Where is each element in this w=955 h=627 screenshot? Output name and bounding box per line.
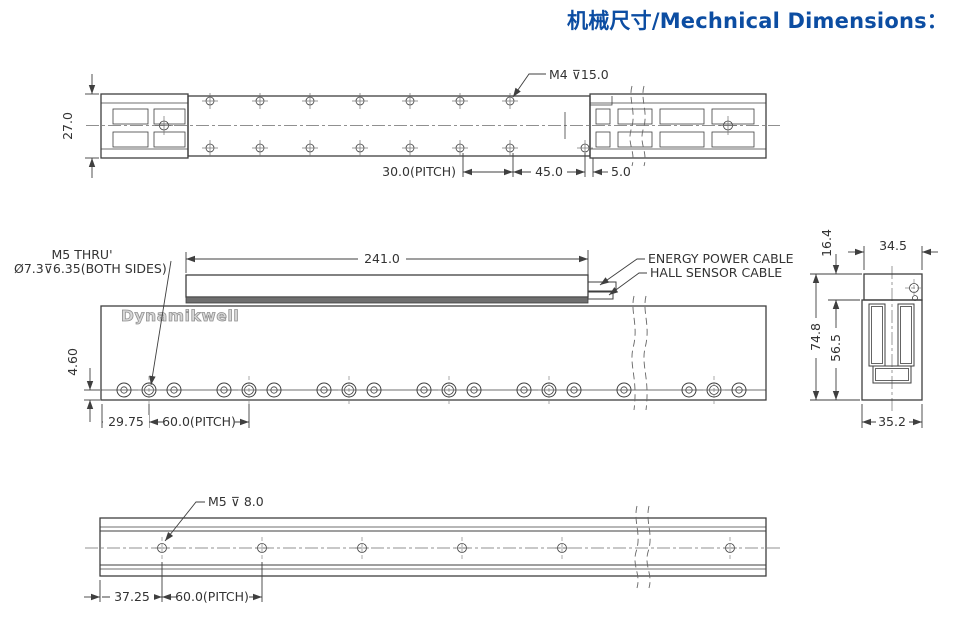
dim-stator-height-side: 56.5 [827,300,844,400]
power-cable-label: ENERGY POWER CABLE [648,251,794,266]
dim-first-hole-bottom: 37.25 [84,562,163,604]
front-view: Dynamikwell 241.0 [14,247,794,429]
dim-565-label: 56.5 [828,334,843,362]
dim-slider-height-side: 16.4 [819,229,862,320]
rail-right-end-block [589,93,767,159]
rail-bottom-view [99,517,767,577]
brand-logo: Dynamikwell [121,307,239,325]
dim-460-label: 4.60 [65,348,80,376]
dim-2975-label: 29.75 [108,414,144,429]
stator-body [100,305,767,401]
dim-hole-offset: 4.60 [65,348,100,422]
top-view: 27.0 M4 ⊽15.0 30.0(PITCH) 45.0 [60,67,780,179]
dim-pitch-front: 60.0(PITCH) [149,404,250,429]
counterbore-label: Ø7.3⊽6.35(BOTH SIDES) [14,261,167,276]
side-view: 34.5 16.4 56.5 74.8 [806,229,938,429]
m5-bottom-label: M5 ⊽ 8.0 [208,494,264,509]
dim-pitch-bottom: 60.0(PITCH) [162,562,263,604]
hall-cable [587,291,614,300]
rail-left-end-block [100,93,189,159]
dim-total-height-side: 74.8 [806,273,860,401]
dim-5-label: 5.0 [611,164,631,179]
side-view-hole [905,279,923,301]
break-lines-front [631,295,648,411]
callout-m5-bottom: M5 ⊽ 8.0 [164,494,264,542]
callout-m4: M4 ⊽15.0 [512,67,609,98]
dim-first-hole-front: 29.75 [101,404,150,429]
top-view-holes [201,92,594,157]
callout-m5-thru: M5 THRU' Ø7.3⊽6.35(BOTH SIDES) [14,247,172,386]
bottom-view: M5 ⊽ 8.0 37.25 60.0(PITCH) [84,494,781,604]
slider-plate [185,296,589,304]
dim-30-pitch: 30.0(PITCH) [382,153,514,179]
dim-rail-height: 27.0 [60,74,99,178]
dim-3725-label: 37.25 [114,589,150,604]
rail-body-top-view [187,95,591,157]
dim-345-label: 34.5 [879,238,907,253]
dim-30-pitch-label: 30.0(PITCH) [382,164,456,179]
dim-slider-length: 241.0 [185,250,589,280]
dim-slider-width-side: 34.5 [848,238,938,270]
dim-164-label: 16.4 [819,229,834,257]
break-lines-bottom [634,505,651,589]
dim-352-label: 35.2 [878,414,906,429]
right-block-hole [719,116,737,135]
m4-callout-label: M4 ⊽15.0 [549,67,609,82]
dim-27-label: 27.0 [60,112,75,140]
left-block-hole [155,116,173,135]
dim-60-pitch-front-label: 60.0(PITCH) [162,414,236,429]
dim-stator-width-side: 35.2 [861,404,923,429]
break-lines-top [629,85,646,167]
m5-thru-label: M5 THRU' [51,247,112,262]
slider-body [185,274,589,298]
dim-60-pitch-bottom-label: 60.0(PITCH) [175,589,249,604]
dim-45: 45.0 [513,153,586,179]
dim-748-label: 74.8 [808,323,823,351]
top-view-outline [86,93,780,159]
hall-cable-label: HALL SENSOR CABLE [650,265,782,280]
dim-5: 5.0 [592,158,631,179]
page-title: 机械尺寸/Mechnical Dimensions： [567,9,948,33]
stator-section [861,299,923,401]
dim-45-label: 45.0 [535,164,563,179]
dim-241-label: 241.0 [364,251,400,266]
cable-labels: ENERGY POWER CABLE HALL SENSOR CABLE [599,251,794,296]
